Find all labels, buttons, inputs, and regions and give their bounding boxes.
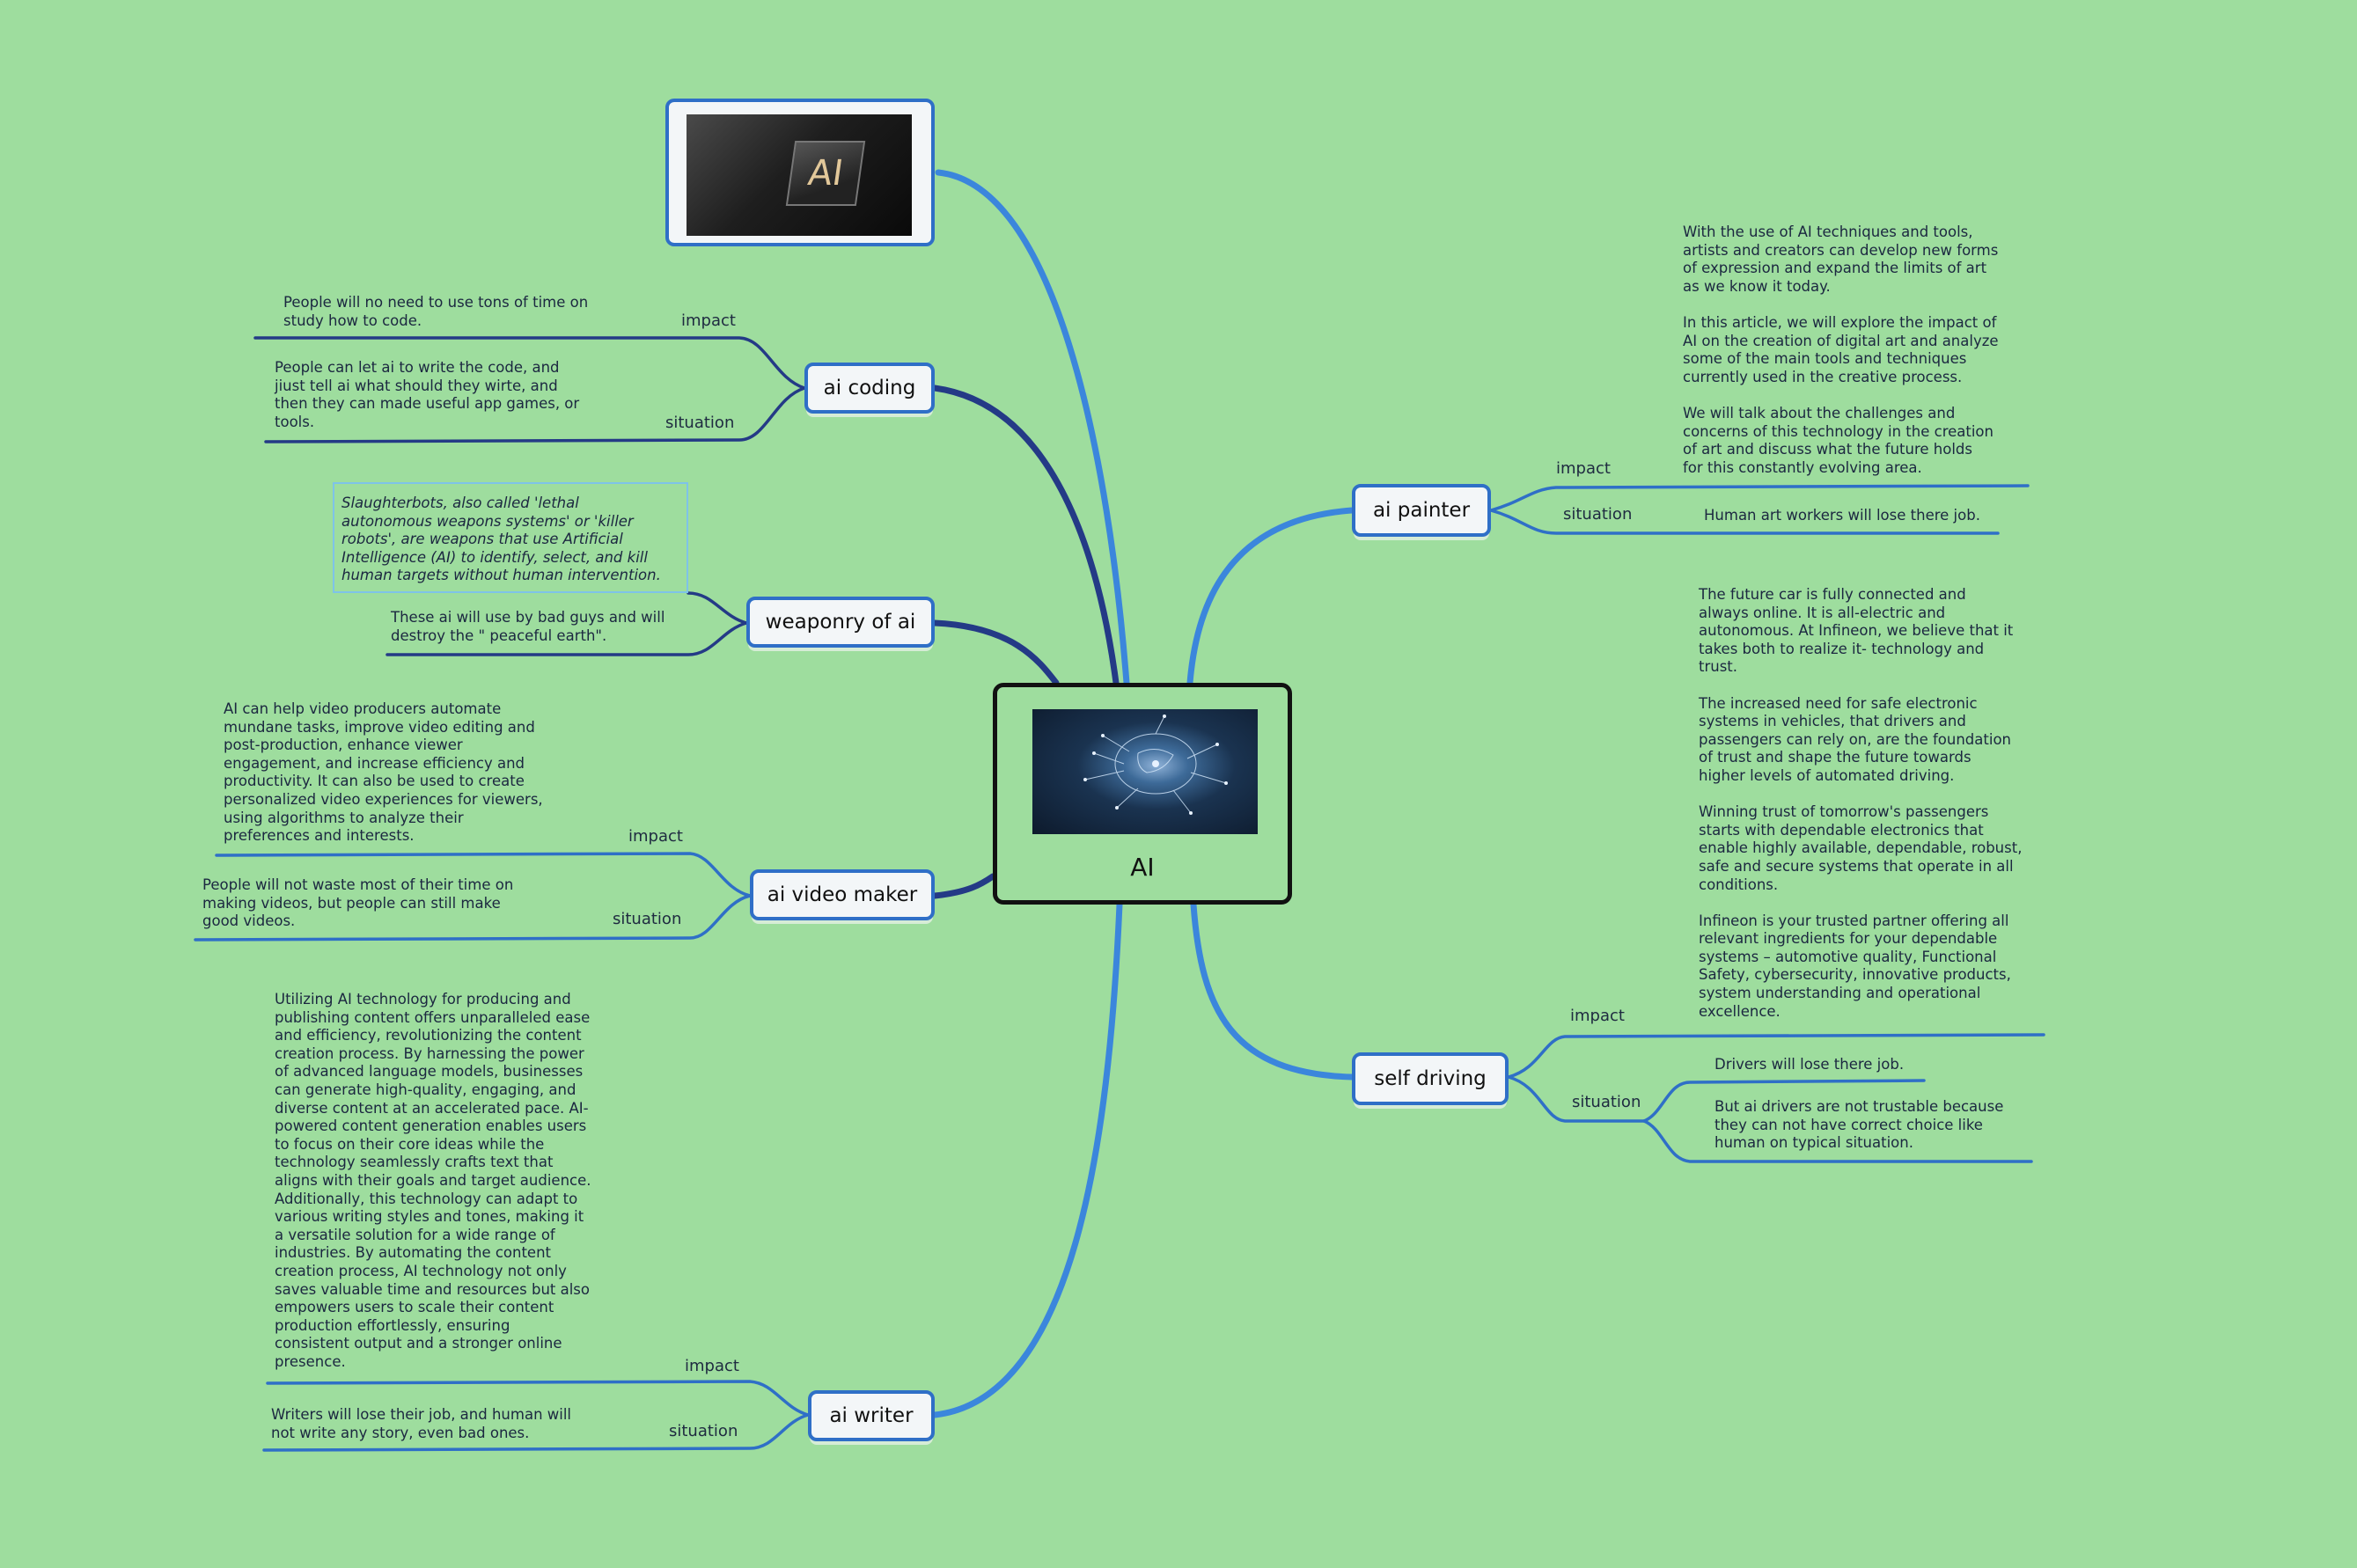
link-ai-coding [931, 385, 1120, 686]
link-video-impact [215, 852, 752, 898]
link-painter-situation [1489, 509, 2000, 535]
link-writer-situation [262, 1413, 810, 1452]
ai-coding-impact-label: impact [681, 311, 736, 330]
link-driving-impact [1507, 1033, 2045, 1079]
ai-chip-image-node[interactable]: AI [665, 99, 935, 246]
link-coding-impact [253, 336, 806, 390]
ai-coding-situation-text: People can let ai to write the code, and… [275, 359, 580, 430]
ai-coding-impact-text: People will no need to use tons of time … [283, 294, 589, 329]
link-weaponry [931, 619, 1060, 686]
ai-chip-glyph: AI [785, 141, 866, 206]
ai-coding-situation-label: situation [665, 414, 735, 432]
driving-situation-label: situation [1572, 1093, 1641, 1111]
root-topic[interactable]: AI [993, 683, 1292, 905]
writer-impact-label: impact [685, 1357, 739, 1375]
link-weaponry-note [385, 621, 748, 656]
ai-painter-label: ai painter [1372, 499, 1471, 522]
ai-writer-label: ai writer [829, 1404, 914, 1427]
link-coding-situation [264, 386, 806, 443]
link-driving-situation-1 [1642, 1079, 1926, 1123]
link-painter-impact [1489, 484, 2030, 512]
self-driving-node[interactable]: self driving [1352, 1052, 1509, 1105]
link-ai-writer [931, 901, 1123, 1418]
ai-coding-node[interactable]: ai coding [804, 363, 935, 414]
video-impact-label: impact [628, 827, 683, 846]
weaponry-quote-box [333, 482, 688, 593]
painter-impact-text: With the use of AI techniques and tools,… [1683, 223, 1999, 476]
painter-situation-label: situation [1563, 505, 1633, 524]
writer-situation-text: Writers will lose their job, and human w… [271, 1406, 572, 1441]
ai-chip-image: AI [687, 114, 912, 236]
painter-situation-text: Human art workers will lose there job. [1704, 507, 1980, 524]
driving-impact-label: impact [1570, 1007, 1625, 1025]
ai-writer-node[interactable]: ai writer [808, 1390, 935, 1441]
link-driving-situation [1507, 1075, 1646, 1123]
video-situation-text: People will not waste most of their time… [202, 876, 514, 930]
link-writer-impact [266, 1380, 810, 1417]
ai-video-maker-node[interactable]: ai video maker [750, 869, 935, 920]
link-driving-situation-2 [1642, 1119, 2033, 1163]
ai-video-maker-label: ai video maker [767, 883, 918, 906]
weaponry-label: weaponry of ai [765, 611, 916, 634]
link-video-maker [931, 873, 996, 899]
writer-impact-text: Utilizing AI technology for producing an… [275, 991, 591, 1370]
self-driving-label: self driving [1374, 1067, 1487, 1090]
driving-situation-text-1: Drivers will lose there job. [1715, 1056, 1905, 1073]
link-ai-painter [1186, 507, 1355, 686]
writer-situation-label: situation [669, 1422, 738, 1440]
link-weaponry-quote [687, 591, 748, 625]
video-impact-text: AI can help video producers automate mun… [224, 700, 543, 845]
ai-painter-node[interactable]: ai painter [1352, 484, 1491, 537]
ai-coding-label: ai coding [823, 377, 916, 399]
link-image-node [935, 169, 1130, 686]
weaponry-node[interactable]: weaponry of ai [746, 597, 935, 648]
root-title: AI [1130, 853, 1155, 882]
weaponry-note-text: These ai will use by bad guys and will d… [391, 609, 665, 644]
weaponry-quote-text: Slaughterbots, also called 'lethal auton… [341, 495, 661, 584]
painter-impact-label: impact [1556, 459, 1611, 478]
driving-impact-text: The future car is fully connected and al… [1699, 586, 2023, 1020]
driving-situation-text-2: But ai drivers are not trustable because… [1715, 1098, 2004, 1152]
video-situation-label: situation [613, 910, 682, 928]
ai-brain-image [1032, 709, 1258, 834]
brain-circuit-icon [1083, 714, 1228, 815]
link-self-driving [1190, 901, 1355, 1081]
link-video-situation [194, 894, 752, 942]
